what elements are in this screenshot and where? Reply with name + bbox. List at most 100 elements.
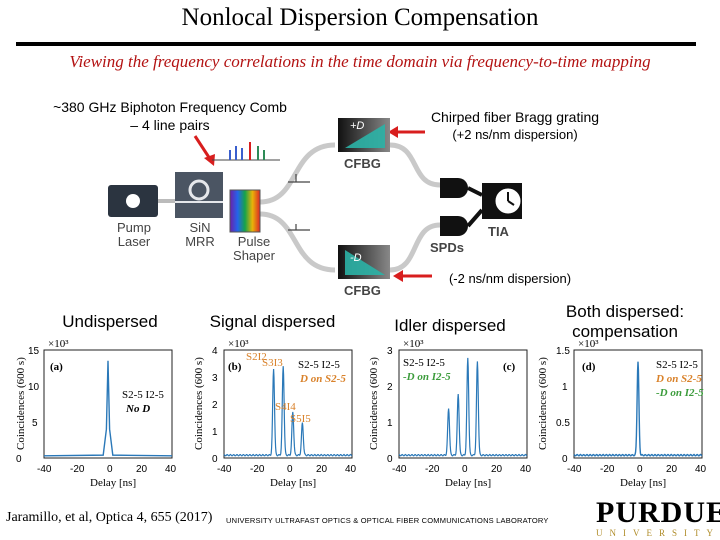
comb-label: ~380 GHz Biphoton Frequency Comb – 4 lin…	[53, 99, 287, 133]
comb-arrow-head	[204, 154, 215, 166]
plot-b-ylabel: Coincidences (600 s)	[193, 357, 205, 450]
plot-b-frame	[223, 349, 353, 459]
plot-b-exp: ×10³	[228, 338, 249, 350]
plot-c-xlabel: Delay [ns]	[445, 477, 491, 489]
plot-c-trace	[398, 357, 528, 457]
plot-c-note-1: S2-5 I2-5	[403, 357, 445, 369]
lab-name: UNIVERSITY ULTRAFAST OPTICS & OPTICAL FI…	[226, 516, 549, 525]
svg-text:0: 0	[462, 464, 468, 475]
plot-a-note-1: S2-5 I2-5	[122, 389, 164, 401]
svg-text:-40: -40	[217, 464, 232, 475]
svg-text:10: 10	[28, 382, 40, 393]
mrr-label: SiN MRR	[185, 220, 215, 249]
plus-d-label: +D	[350, 120, 365, 132]
header-idler: Idler dispersed	[394, 316, 506, 335]
plot-c-svg: 0 1 2 3 -40 -20 0 20 40 Coincidences (60…	[368, 338, 532, 489]
svg-text:0: 0	[212, 454, 218, 465]
plot-d-trace	[573, 361, 703, 457]
plot-c-note-2: -D on I2-5	[403, 371, 451, 383]
plot-d-svg: 0 0.5 1 1.5 -40 -20 0 20 40 Coincidences…	[537, 338, 707, 489]
svg-text:40: 40	[520, 464, 532, 475]
svg-text:3: 3	[387, 346, 393, 357]
pulse-shaper	[229, 189, 261, 233]
svg-text:0: 0	[562, 454, 568, 465]
plot-b-peak-4: S5I5	[290, 413, 311, 425]
pump-label: Pump Laser	[117, 220, 151, 249]
plot-d-tag: (d)	[582, 361, 596, 373]
plot-d-exp: ×10³	[578, 338, 599, 350]
svg-text:1: 1	[387, 418, 393, 429]
plot-b-peak-2: S3I3	[262, 357, 283, 369]
tia-label: TIA	[488, 224, 509, 239]
plot-b-peak-3: S4I4	[275, 401, 296, 413]
spds-label: SPDs	[430, 240, 464, 255]
svg-text:-20: -20	[70, 464, 85, 475]
plot-d-note-3: -D on I2-5	[656, 387, 704, 399]
cfbg-top-label: Chirped fiber Bragg grating (+2 ns/nm di…	[430, 109, 600, 142]
svg-text:0: 0	[287, 464, 293, 475]
plot-a-svg: 0 15 10 5 -40 -20 0 20 40 Coincidences (…	[15, 338, 177, 489]
plot-d: 0 0.5 1 1.5 -40 -20 0 20 40 Coincidences…	[537, 338, 710, 489]
cfbg-bottom-text: CFBG	[344, 283, 381, 298]
header-undispersed: Undispersed	[62, 312, 158, 331]
svg-text:-40: -40	[567, 464, 582, 475]
svg-text:1: 1	[212, 427, 218, 438]
svg-text:40: 40	[695, 464, 707, 475]
svg-text:1.5: 1.5	[556, 346, 570, 357]
shaper-label: Pulse Shaper	[233, 234, 275, 263]
header-signal: Signal dispersed	[209, 312, 336, 331]
svg-text:-20: -20	[250, 464, 265, 475]
plot-b-trace	[223, 366, 353, 457]
setup-drawing	[108, 118, 522, 282]
purdue-university: UNIVERSITY	[596, 528, 720, 538]
plot-d-note-2: D on S2-5	[655, 373, 702, 385]
svg-text:4: 4	[212, 346, 218, 357]
plot-b-note-1: S2-5 I2-5	[298, 359, 340, 371]
plot-a-ylabel: Coincidences (600 s)	[15, 357, 27, 450]
plot-d-ylabel: Coincidences (600 s)	[537, 357, 549, 450]
plot-a-exp: ×10³	[48, 338, 69, 350]
slide-subtitle: Viewing the frequency correlations in th…	[69, 52, 651, 71]
svg-text:0: 0	[16, 454, 22, 465]
plot-a-tag: (a)	[50, 361, 63, 373]
svg-text:-40: -40	[37, 464, 52, 475]
plot-a-xlabel: Delay [ns]	[90, 477, 136, 489]
slide-title: Nonlocal Dispersion Compensation	[181, 4, 539, 31]
plot-b-svg: 0 1 2 3 4 -40 -20 0 20 40 Coincidences (…	[193, 338, 357, 489]
header-both: Both dispersed: compensation	[565, 302, 685, 341]
plot-c-ylabel: Coincidences (600 s)	[368, 357, 380, 450]
minus-d-label: -D	[350, 252, 362, 264]
svg-text:20: 20	[666, 464, 678, 475]
svg-text:-20: -20	[425, 464, 440, 475]
svg-text:0: 0	[387, 454, 393, 465]
plot-c-tag: (c)	[503, 361, 516, 373]
svg-text:0: 0	[637, 464, 643, 475]
svg-text:15: 15	[28, 346, 40, 357]
svg-text:0: 0	[107, 464, 113, 475]
plot-a-note-2: No D	[125, 403, 150, 415]
svg-text:0.5: 0.5	[556, 418, 570, 429]
svg-text:20: 20	[136, 464, 148, 475]
cfbg-top-text: CFBG	[344, 156, 381, 171]
plot-b: 0 1 2 3 4 -40 -20 0 20 40 Coincidences (…	[190, 338, 360, 489]
svg-text:2: 2	[212, 400, 218, 411]
spd-bottom	[440, 216, 468, 236]
svg-text:-40: -40	[392, 464, 407, 475]
setup-diagram: ~380 GHz Biphoton Frequency Comb – 4 lin…	[0, 90, 720, 300]
plot-a: 0 15 10 5 -40 -20 0 20 40 Coincidences (…	[10, 338, 180, 489]
svg-text:-20: -20	[600, 464, 615, 475]
cfbg-bottom-label: (-2 ns/nm dispersion)	[448, 271, 572, 286]
svg-text:40: 40	[345, 464, 357, 475]
citation: Jaramillo, et al, Optica 4, 655 (2017)	[6, 510, 213, 525]
purdue-logo: PURDUE	[596, 496, 720, 529]
plot-b-note-2: D on S2-5	[299, 373, 346, 385]
svg-text:20: 20	[491, 464, 503, 475]
spd-top	[440, 178, 468, 198]
svg-text:20: 20	[316, 464, 328, 475]
plot-b-peak-1: S2I2	[246, 351, 267, 363]
plot-a-trace	[43, 360, 173, 457]
svg-text:2: 2	[387, 382, 393, 393]
svg-text:3: 3	[212, 373, 218, 384]
plot-c-exp: ×10³	[403, 338, 424, 350]
mrr-chip	[175, 172, 223, 218]
